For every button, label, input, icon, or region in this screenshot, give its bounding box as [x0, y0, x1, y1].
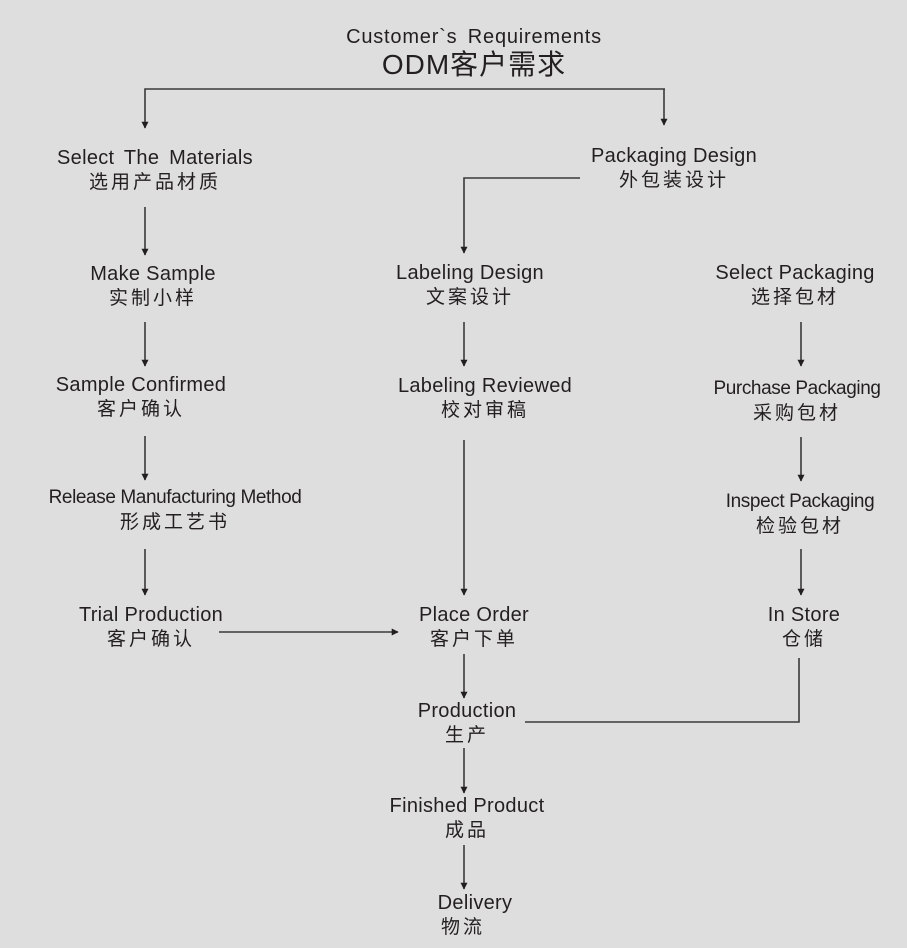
node-finished-product: Finished Product 成品 [390, 794, 545, 843]
edge-title-to-select-materials [141, 88, 665, 129]
node-label-zh: 采购包材 [752, 403, 842, 424]
node-label-en: Packaging Design [590, 145, 758, 167]
node-label-en: Select Packaging [715, 262, 875, 284]
node-label-zh: 文案设计 [425, 287, 514, 308]
title-en: Customer`s Requirements [346, 26, 602, 48]
node-delivery: Delivery 物流 [438, 891, 513, 940]
node-label-en: Make Sample [90, 263, 216, 285]
node-label-en: Finished Product [389, 795, 545, 817]
node-label-zh: 成品 [444, 820, 490, 841]
node-label-zh: 外包装设计 [618, 170, 730, 191]
node-purchase-packaging: Purchase Packaging 采购包材 [713, 377, 880, 426]
node-label-zh: 客户确认 [106, 629, 195, 650]
node-label-en: In Store [767, 604, 841, 626]
node-label-en: Sample Confirmed [55, 374, 227, 396]
node-label-zh: 生产 [444, 725, 489, 746]
node-label-zh: 选用产品材质 [88, 172, 221, 193]
node-label-en: Place Order [418, 604, 530, 626]
node-label-en: Trial Production [78, 604, 224, 626]
node-label-en: Inspect Packaging [725, 491, 875, 512]
node-label-zh: 物流 [440, 917, 486, 938]
node-in-store: In Store 仓储 [768, 603, 840, 652]
node-label-en: Labeling Reviewed [397, 375, 573, 397]
edge-in-store-to-production [525, 658, 800, 723]
node-label-zh: 实制小样 [108, 288, 198, 309]
node-sample-confirmed: Sample Confirmed 客户确认 [56, 373, 226, 422]
node-label-en: Delivery [437, 892, 513, 914]
node-production: Production 生产 [418, 699, 517, 748]
node-label-zh: 检验包材 [755, 516, 844, 537]
node-label-en: Labeling Design [396, 262, 544, 284]
node-select-packaging: Select Packaging 选择包材 [715, 261, 874, 310]
node-label-zh: 客户下单 [429, 629, 519, 650]
node-label-zh: 选择包材 [750, 287, 839, 308]
node-labeling-reviewed: Labeling Reviewed 校对审稿 [398, 374, 572, 423]
node-make-sample: Make Sample 实制小样 [90, 262, 216, 311]
node-label-en: Production [417, 700, 517, 722]
node-inspect-packaging: Inspect Packaging 检验包材 [725, 490, 875, 539]
title-node: Customer`s Requirements ODM客户需求 [346, 25, 602, 81]
node-labeling-design: Labeling Design 文案设计 [396, 261, 544, 310]
node-packaging-design: Packaging Design 外包装设计 [591, 144, 757, 193]
node-label-en: Purchase Packaging [713, 378, 881, 399]
title-zh: ODM客户需求 [381, 49, 567, 80]
node-trial-production: Trial Production 客户确认 [79, 603, 223, 652]
node-label-zh: 校对审稿 [440, 400, 530, 421]
node-label-en: Release Manufacturing Method [48, 487, 302, 508]
edge-packaging-design-to-labeling-design [460, 177, 580, 254]
node-place-order: Place Order 客户下单 [419, 603, 529, 652]
node-label-zh: 形成工艺书 [119, 512, 230, 533]
node-label-zh: 客户确认 [96, 399, 185, 420]
node-release-method: Release Manufacturing Method 形成工艺书 [49, 486, 302, 535]
node-label-en: Select The Materials [57, 147, 253, 169]
node-select-materials: Select The Materials 选用产品材质 [57, 146, 253, 195]
node-label-zh: 仓储 [781, 629, 827, 650]
